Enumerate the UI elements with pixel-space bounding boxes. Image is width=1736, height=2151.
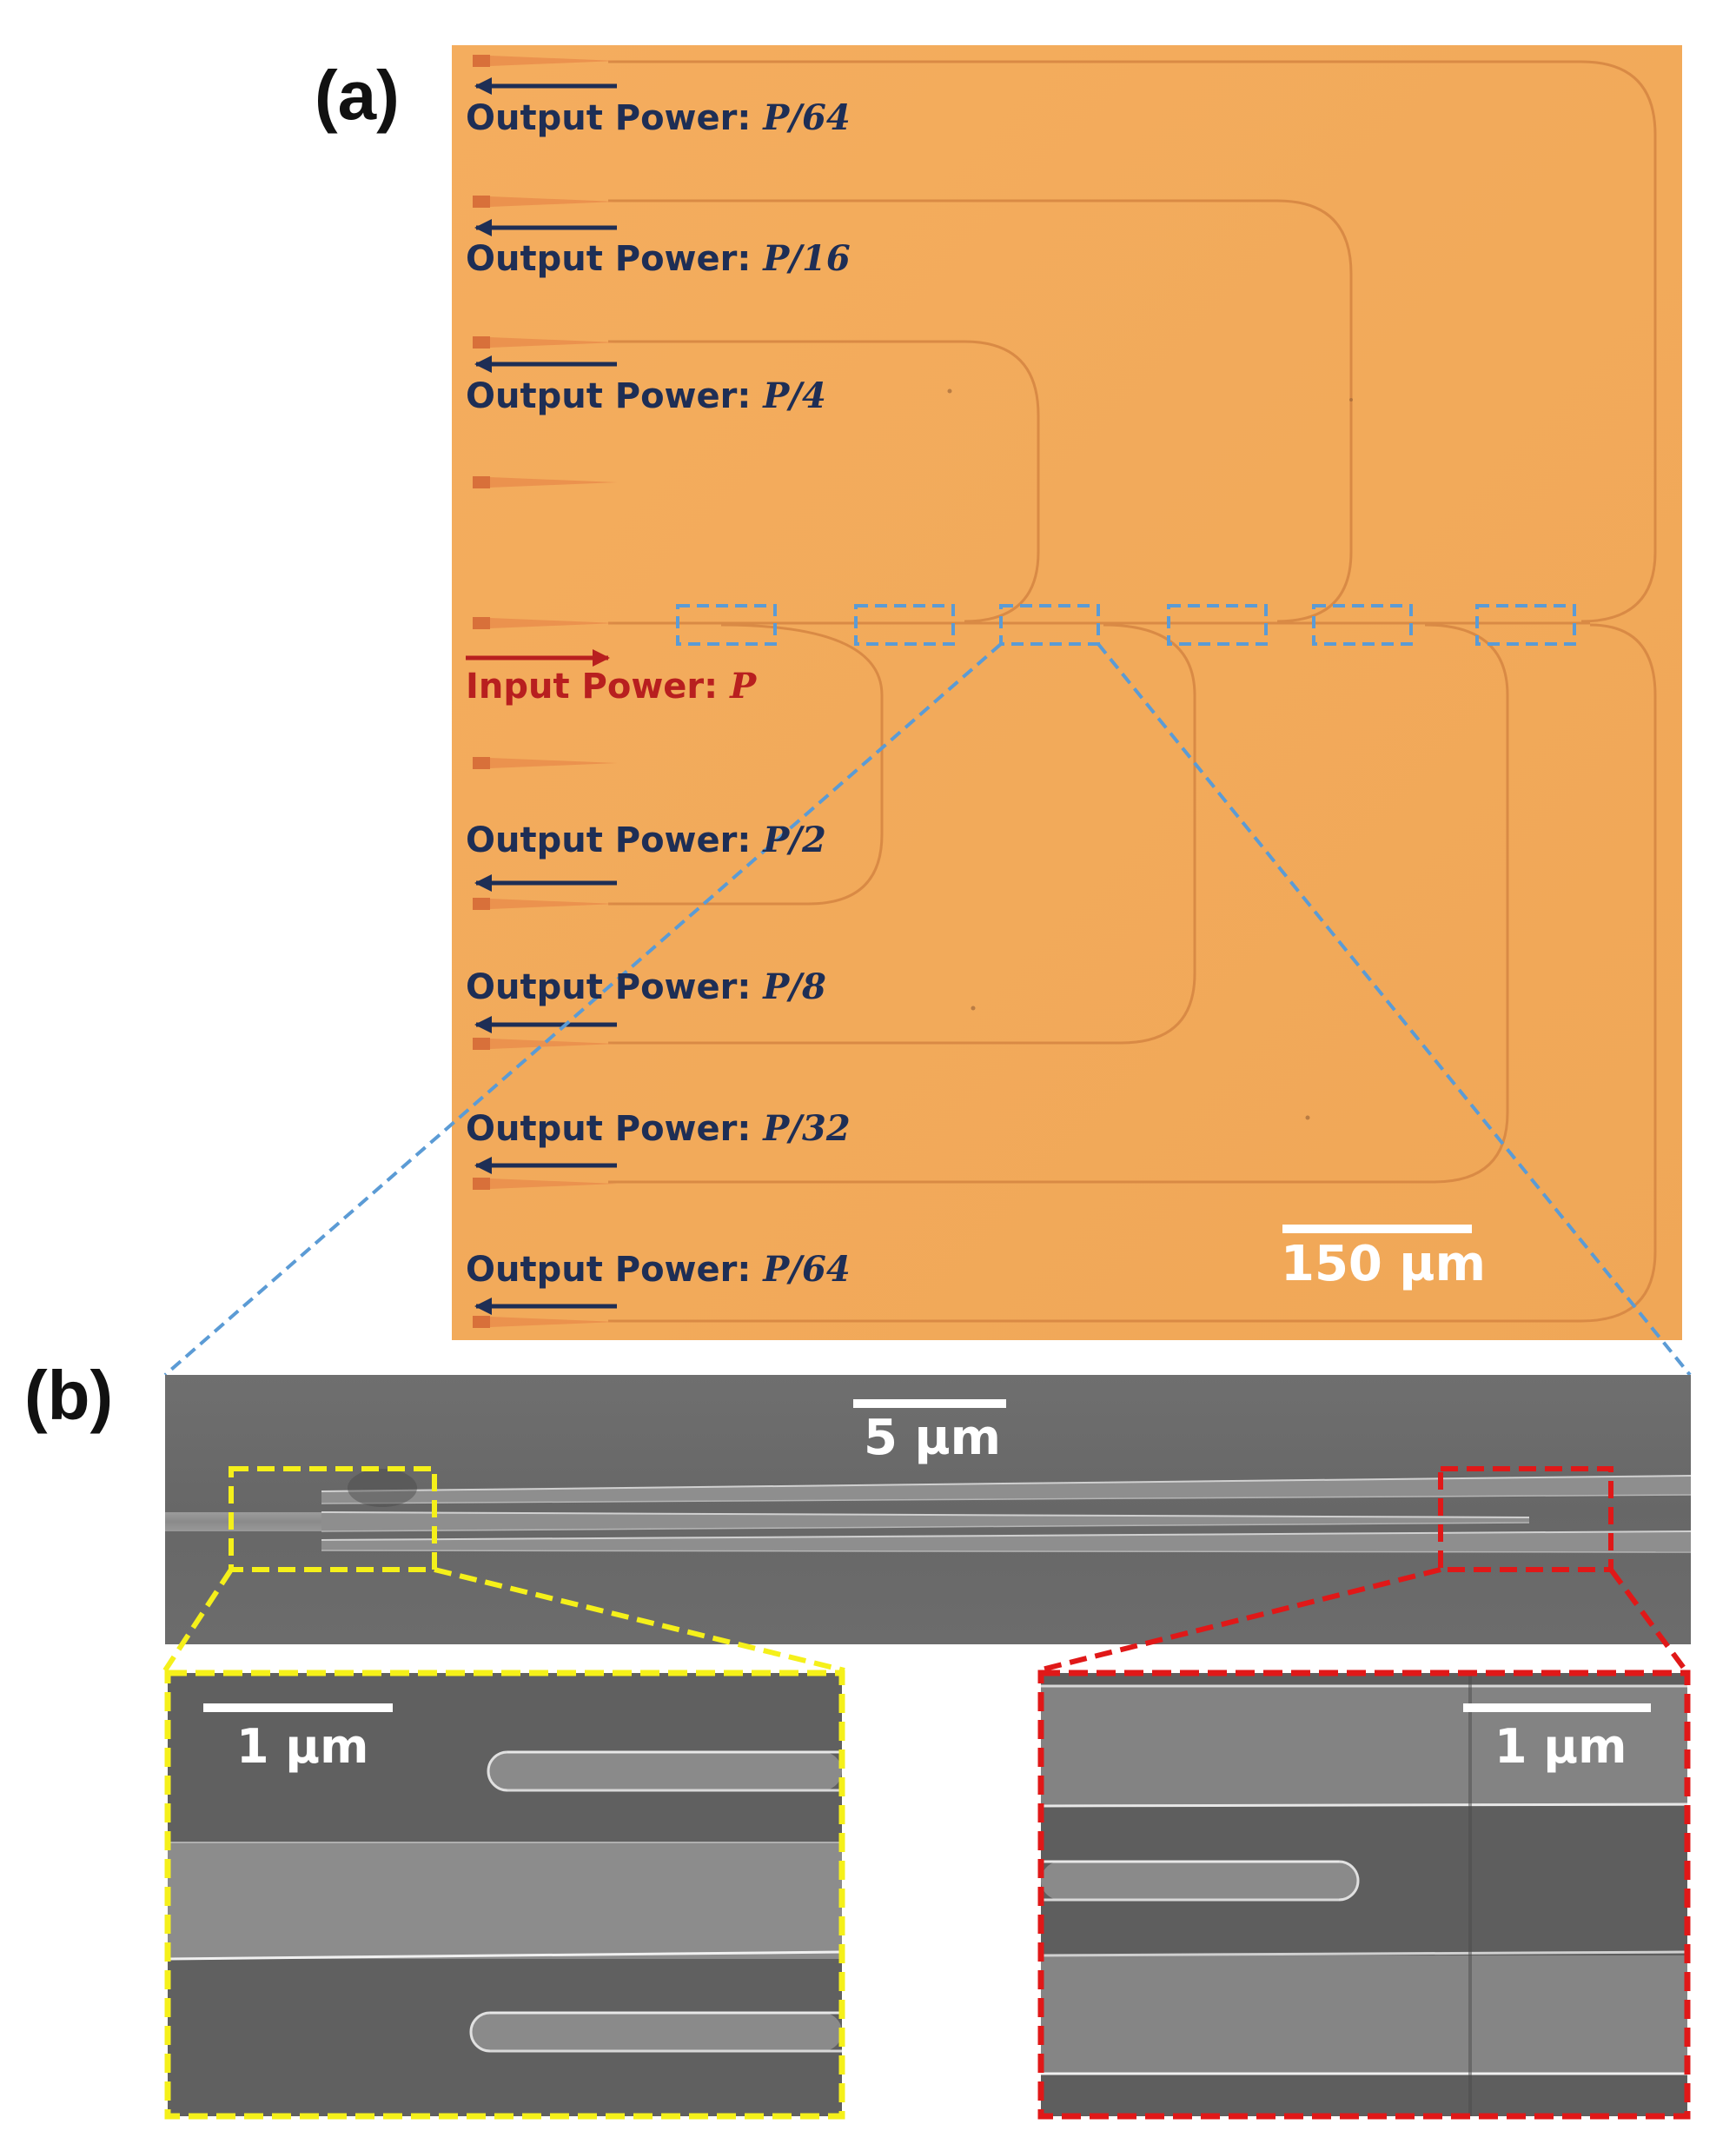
zoom-connector xyxy=(163,642,1692,1377)
sem-inset-left xyxy=(164,1670,845,2120)
sem-main xyxy=(165,1375,1692,1644)
scale-bar-a-text: 150 µm xyxy=(1281,1236,1486,1292)
panel-a-label: (a) xyxy=(315,56,400,134)
scale-bar-a xyxy=(1282,1225,1472,1233)
output-label-7: Output Power: P/64 xyxy=(466,1249,851,1290)
output-label-3: Output Power: P/4 xyxy=(466,375,826,416)
coupler-highlight-boxes xyxy=(676,604,1576,646)
scale-bar-b-main-text: 5 µm xyxy=(864,1410,1002,1466)
grating-couplers xyxy=(473,55,617,1328)
input-label: Input Power: P xyxy=(466,666,757,707)
output-label-6: Output Power: P/32 xyxy=(466,1108,851,1149)
scale-bar-b-main xyxy=(853,1399,1006,1408)
waveguides xyxy=(608,60,1657,1323)
chip-micrograph xyxy=(452,45,1682,1340)
scale-bar-inset-left-text: 1 µm xyxy=(236,1719,369,1774)
scale-bar-inset-right-text: 1 µm xyxy=(1494,1719,1627,1774)
scale-bar-inset-left xyxy=(203,1703,393,1712)
inset-connectors xyxy=(162,1567,1688,1673)
output-label-1: Output Power: P/64 xyxy=(466,97,851,138)
sem-inset-right xyxy=(1037,1670,1691,2120)
panel-b-label: (b) xyxy=(24,1357,114,1434)
scale-bar-inset-right xyxy=(1463,1703,1651,1712)
output-label-2: Output Power: P/16 xyxy=(466,238,851,279)
output-arrows xyxy=(474,77,617,1315)
output-label-5: Output Power: P/8 xyxy=(466,966,826,1007)
yellow-zoom-box xyxy=(229,1466,437,1572)
red-zoom-box xyxy=(1438,1466,1613,1572)
output-label-4: Output Power: P/2 xyxy=(466,820,826,860)
